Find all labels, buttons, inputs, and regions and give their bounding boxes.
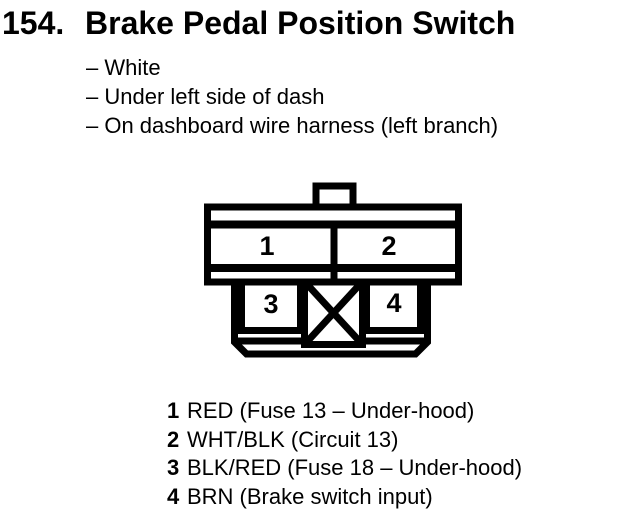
legend-pin-number: 2 [167,426,180,452]
legend-row: 1 RED (Fuse 13 – Under-hood) [167,397,522,426]
blocked-cavity-diagonal [301,279,366,347]
legend-pin-label: BLK/RED (Fuse 18 – Under-hood) [187,455,523,481]
bullet-list: – White – Under left side of dash – On d… [86,53,498,140]
legend-pin-label: BRN (Brake switch input) [187,484,433,510]
legend-row: 3 BLK/RED (Fuse 18 – Under-hood) [167,454,522,483]
pin-cavity-4 [363,277,424,334]
legend-pin-label: WHT/BLK (Circuit 13) [187,426,399,452]
legend-pin-number: 1 [167,398,180,423]
legend-pin-number: 4 [167,484,180,510]
legend-row: 2 WHT/BLK (Circuit 13) [167,426,522,455]
bullet-item: – On dashboard wire harness (left branch… [86,113,499,138]
pin-cavity-3 [238,277,304,334]
legend-pin-label: RED (Fuse 13 – Under-hood) [187,398,475,423]
item-title: Brake Pedal Position Switch [85,5,516,41]
bullet-item: – White [86,55,161,80]
pin-number-1: 1 [259,231,274,261]
pin-legend: 1 RED (Fuse 13 – Under-hood) 2 WHT/BLK (… [167,397,522,512]
bullet-item: – Under left side of dash [86,84,325,109]
legend-row: 4 BRN (Brake switch input) [167,483,522,512]
item-number: 154. [2,5,65,41]
legend-pin-number: 3 [167,455,180,481]
pin-number-3: 3 [263,289,278,319]
pin-number-2: 2 [381,231,396,261]
connector-diagram: 1 2 3 4 [204,182,462,358]
pin-number-4: 4 [386,288,401,318]
